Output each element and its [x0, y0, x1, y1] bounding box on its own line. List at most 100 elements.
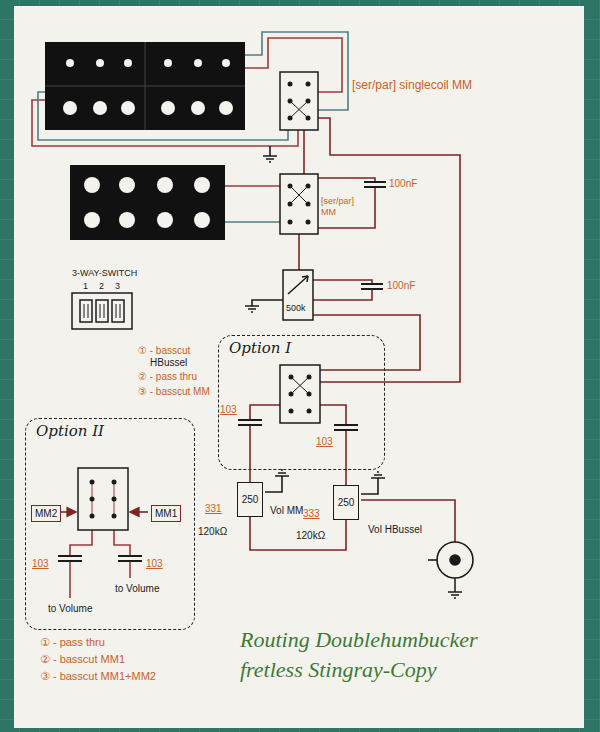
three-way-switch: [80, 300, 92, 322]
switch-lug: [90, 480, 95, 485]
ground-symbol: [263, 156, 277, 162]
capacitor-value: 103: [32, 558, 49, 570]
capacitor-value: 100nF: [389, 178, 417, 190]
wire: [298, 234, 300, 270]
signal-note: to Volume: [48, 603, 92, 615]
wire: [245, 38, 342, 92]
wire: [32, 32, 460, 598]
wire: [252, 300, 283, 306]
switch-lug: [90, 514, 95, 519]
wire: [361, 500, 455, 542]
humbucker-pickup: [121, 101, 135, 115]
humbucker-pickup: [194, 177, 210, 193]
resistor-value: 120kΩ: [296, 530, 325, 542]
output-jack: [428, 542, 473, 578]
volume-pot: 250: [333, 485, 360, 520]
potentiometer-symbol: [302, 276, 308, 282]
humbucker-pickup: [194, 59, 202, 67]
switch-symbol: [92, 482, 114, 516]
capacitor-value: 103: [316, 436, 333, 448]
capacitor-symbol: [58, 182, 386, 561]
wire: [320, 405, 346, 425]
humbucker-pickup: [45, 86, 245, 87]
pot-value: 500k: [286, 303, 306, 314]
capacitor-value: 100nF: [387, 280, 415, 292]
three-way-switch: [84, 304, 120, 318]
humbucker-pickup: [70, 165, 225, 240]
humbucker-pickup: [119, 177, 135, 193]
capacitor-value: 103: [146, 558, 163, 570]
wire: [318, 118, 460, 382]
humbucker-pickup: [119, 212, 135, 228]
capacitor-symbol: [118, 556, 142, 561]
capacitor-symbol: [58, 556, 82, 561]
three-way-switch: [72, 293, 132, 329]
pickup-box: MM2: [31, 505, 61, 522]
pickup-box: MM1: [151, 505, 181, 522]
wire: [265, 476, 282, 492]
ground-symbol: [448, 578, 462, 598]
humbucker-pickup: [191, 101, 205, 115]
humbucker-pickup: [66, 59, 74, 67]
position-number: 3: [115, 281, 120, 292]
option-region: Option II MM2 MM1: [25, 418, 195, 630]
wire: [313, 289, 372, 300]
ground-symbol: [371, 472, 385, 478]
switch-lug: [289, 392, 294, 397]
humbucker-pickup: [93, 101, 107, 115]
humbucker-pickup: [84, 212, 100, 228]
capacitor-value: 103: [220, 404, 237, 416]
switch-lug: [288, 220, 293, 225]
wire: [70, 530, 92, 556]
switch-lug: [90, 82, 312, 519]
humbucker-pickup: [157, 177, 173, 193]
position-number: 1: [83, 281, 88, 292]
three-way-switch: [112, 300, 124, 322]
pot-name: Vol HBussel: [368, 524, 422, 536]
humbucker-pickup: [124, 59, 132, 67]
humbucker-pickup: [96, 59, 104, 67]
switch-lug: [112, 497, 117, 502]
switch-symbol: [280, 72, 318, 130]
wire: [313, 315, 420, 370]
capacitor-symbol: [334, 425, 358, 430]
option-note: ① - basscut: [138, 345, 190, 357]
wire: [361, 478, 378, 494]
wire: [32, 100, 298, 146]
legend-note: ② - basscut MM1: [40, 653, 125, 666]
resistor-value: 120kΩ: [198, 526, 227, 538]
switch-note: [ser/par] singlecoil MM: [352, 78, 472, 92]
switch-lug: [288, 99, 293, 104]
node-text: 250: [242, 493, 259, 506]
wire: [250, 405, 280, 420]
volume-pot: 250: [237, 482, 264, 517]
diagram-title: Routing Doublehumbucker fretless Stingra…: [240, 625, 530, 684]
wire: [38, 92, 288, 140]
node-text: 250: [338, 496, 355, 509]
paper-sheet: [14, 6, 584, 728]
region-heading: Option II: [36, 422, 104, 440]
humbucker-pickup: [194, 212, 210, 228]
wire: [225, 185, 280, 187]
switch-lug: [306, 116, 311, 121]
wire: [249, 425, 251, 482]
switch-lug: [288, 202, 293, 207]
humbucker-pickup: [222, 59, 230, 67]
node-text: MM1: [155, 507, 177, 520]
signal-note: to Volume: [115, 583, 159, 595]
wire: [269, 146, 271, 156]
wire-connector: [250, 517, 346, 550]
switch-symbol: [280, 365, 320, 423]
humbucker-pickup: [45, 42, 245, 130]
legend-note: ③ - basscut MM1+MM2: [40, 670, 156, 683]
switch-lug: [307, 392, 312, 397]
legend-note: ① - pass thru: [40, 636, 105, 649]
option-region: Option I: [218, 335, 385, 470]
humbucker-pickup: [164, 59, 172, 67]
switch-lug: [306, 82, 311, 87]
option-note: ② - pass thru: [138, 371, 197, 383]
wire: [129, 561, 131, 578]
switch-symbol: [291, 377, 309, 394]
wire: [303, 130, 305, 174]
